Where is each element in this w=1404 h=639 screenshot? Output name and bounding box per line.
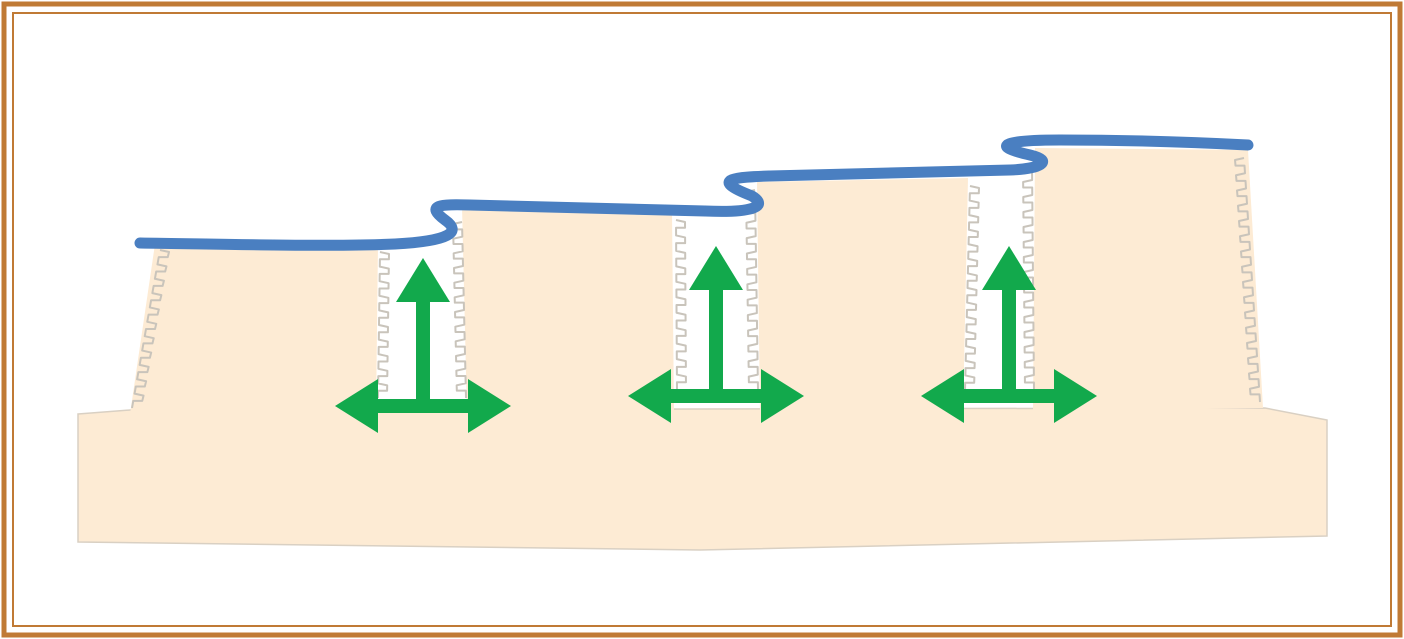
thread-wall-site1-left bbox=[377, 251, 390, 399]
cross-arrow-icon bbox=[921, 246, 1097, 423]
thread-wall-1-left bbox=[131, 249, 170, 409]
bone-base bbox=[77, 407, 1328, 551]
bone-segment-4 bbox=[1033, 148, 1263, 412]
cross-arrow-icon bbox=[335, 258, 511, 433]
thread-wall-site2-right bbox=[745, 189, 759, 391]
cross-arrow-icon bbox=[628, 246, 804, 423]
arrow-group bbox=[335, 246, 1097, 433]
bone-segment-3 bbox=[757, 178, 968, 414]
frame-inner bbox=[12, 12, 1392, 627]
bone-segment-2 bbox=[462, 206, 674, 414]
thread-wall-site1-right bbox=[452, 221, 467, 399]
thread-wall-site3-left bbox=[964, 185, 980, 391]
gingival-line bbox=[134, 134, 1254, 251]
thread-wall-site2-left bbox=[675, 219, 687, 391]
thread-wall-4-right bbox=[1234, 157, 1261, 403]
bone-segment-1 bbox=[130, 244, 378, 414]
